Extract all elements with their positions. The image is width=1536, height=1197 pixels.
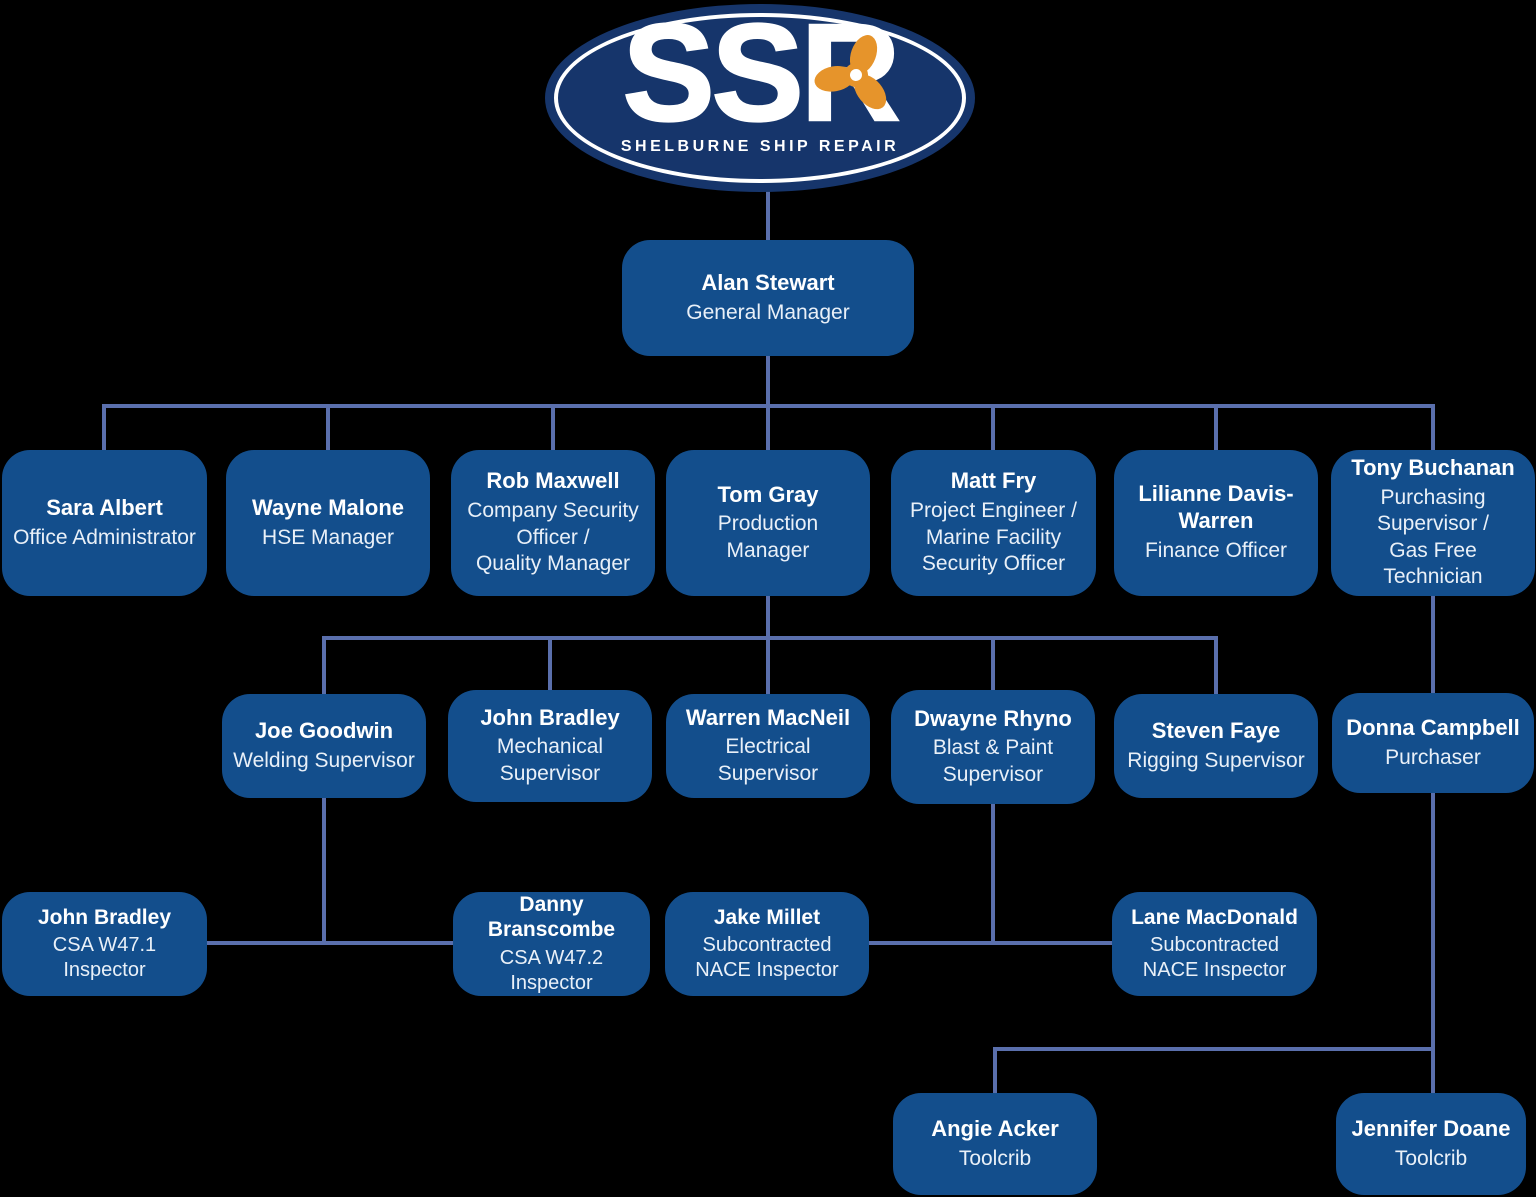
org-node-warren-macneil: Warren MacNeil Electrical Supervisor [666,694,870,798]
org-node-sara-albert: Sara Albert Office Administrator [2,450,207,596]
person-name: Rob Maxwell [486,468,620,494]
connector-stub-lilianne [1214,404,1218,450]
person-role: Project Engineer / Marine Facility Secur… [910,499,1077,576]
org-node-tony-buchanan: Tony Buchanan Purchasing Supervisor / Ga… [1331,450,1535,596]
org-node-matt-fry: Matt Fry Project Engineer / Marine Facil… [891,450,1096,596]
logo-ring [554,13,966,183]
connector-stub-johnb [548,636,552,694]
connector-nace-inspectors [869,941,1112,945]
connector-stub-tony [1431,404,1435,450]
person-name: Lilianne Davis- Warren [1138,481,1294,534]
person-role: HSE Manager [262,525,394,549]
connector-stub-sara [102,404,106,450]
person-name: Jake Millet [713,905,821,929]
person-name: Jennifer Doane [1351,1115,1511,1141]
person-role: Subcontracted NACE Inspector [1142,934,1287,982]
propeller-icon [814,35,887,110]
person-name: Tom Gray [717,481,819,507]
connector-tom-down [766,596,770,694]
person-role: Toolcrib [958,1146,1032,1170]
person-name: Steven Faye [1151,717,1281,743]
connector-stub-matt [991,404,995,450]
connector-bus1 [102,404,1435,408]
person-name: Dwayne Rhyno [914,705,1072,731]
person-role: Subcontracted NACE Inspector [695,934,839,982]
company-logo: SSR SHELBURNE SHIP REPAIR [545,0,975,192]
person-name: John Bradley [480,704,620,730]
connector-tony-donna [1431,596,1435,693]
person-role: Blast & Paint Supervisor [932,736,1054,786]
connector-dwayne-down [991,804,995,945]
connector-stub-joe [322,636,326,694]
person-name: Joe Goodwin [254,717,394,743]
person-role: CSA W47.2 Inspector [499,946,604,995]
connector-alan-down [766,356,770,450]
connector-toolcrib-branch [993,1047,1433,1051]
logo-tagline: SHELBURNE SHIP REPAIR [620,138,900,155]
person-role: Office Administrator [13,525,196,549]
connector-bus2 [322,636,1218,640]
person-role: Purchasing Supervisor / Gas Free Technic… [1376,486,1490,589]
org-node-angie-acker: Angie Acker Toolcrib [893,1093,1097,1195]
org-node-john-bradley-inspector: John Bradley CSA W47.1 Inspector [2,892,207,996]
org-node-john-bradley-mechanical: John Bradley Mechanical Supervisor [448,690,652,802]
person-name: Sara Albert [46,494,163,520]
person-role: CSA W47.1 Inspector [52,934,157,982]
org-node-jake-millet: Jake Millet Subcontracted NACE Inspector [665,892,869,996]
org-node-tom-gray: Tom Gray Production Manager [666,450,870,596]
connector-donna-down [1431,793,1435,1093]
org-node-lilianne-davis-warren: Lilianne Davis- Warren Finance Officer [1114,450,1318,596]
org-node-danny-branscombe: Danny Branscombe CSA W47.2 Inspector [453,892,650,996]
person-name: Warren MacNeil [685,704,851,730]
person-name: Donna Campbell [1346,714,1520,740]
connector-stub-wayne [326,404,330,450]
person-role: Electrical Supervisor [717,735,819,785]
person-role: Rigging Supervisor [1127,748,1305,772]
person-name: Alan Stewart [701,269,835,295]
org-node-steven-faye: Steven Faye Rigging Supervisor [1114,694,1318,798]
person-name: Lane MacDonald [1131,905,1298,929]
person-name: Danny Branscombe [487,892,616,942]
person-role: Finance Officer [1144,539,1287,563]
connector-joe-down [322,798,326,945]
person-name: John Bradley [37,905,172,929]
org-node-rob-maxwell: Rob Maxwell Company Security Officer / Q… [451,450,655,596]
person-role: Toolcrib [1394,1146,1468,1170]
person-name: Tony Buchanan [1351,455,1515,481]
person-role: Company Security Officer / Quality Manag… [467,499,639,576]
person-role: General Manager [686,300,850,324]
connector-welding-inspectors [207,941,453,945]
person-role: Mechanical Supervisor [496,735,604,785]
org-node-joe-goodwin: Joe Goodwin Welding Supervisor [222,694,426,798]
person-name: Wayne Malone [252,494,404,520]
org-node-wayne-malone: Wayne Malone HSE Manager [226,450,430,596]
person-name: Matt Fry [950,468,1037,494]
person-role: Production Manager [717,512,819,562]
org-node-jennifer-doane: Jennifer Doane Toolcrib [1336,1093,1526,1195]
connector-stub-rob [551,404,555,450]
connector-logo-alan [766,190,770,242]
connector-stub-steven [1214,636,1218,694]
logo-acronym: SSR [621,0,901,150]
org-node-dwayne-rhyno: Dwayne Rhyno Blast & Paint Supervisor [891,690,1095,804]
org-node-alan-stewart: Alan Stewart General Manager [622,240,914,356]
org-node-donna-campbell: Donna Campbell Purchaser [1332,693,1534,793]
person-role: Purchaser [1385,745,1481,769]
connector-stub-angie [993,1047,997,1093]
person-role: Welding Supervisor [233,748,415,772]
person-name: Angie Acker [931,1115,1059,1141]
connector-stub-dwayne [991,636,995,692]
org-node-lane-macdonald: Lane MacDonald Subcontracted NACE Inspec… [1112,892,1317,996]
